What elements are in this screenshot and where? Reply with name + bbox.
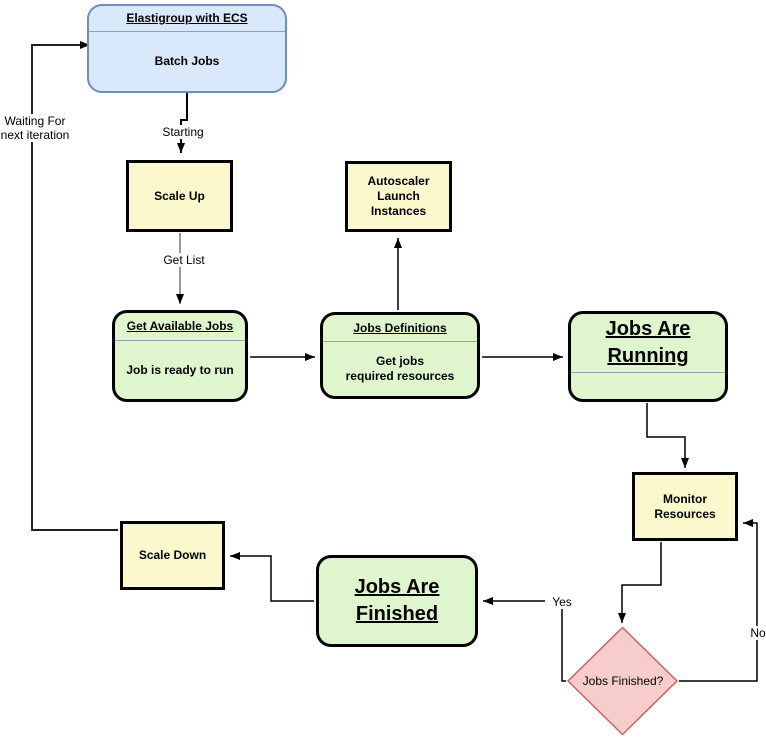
decision-diamond [566, 626, 679, 736]
node-get-available-jobs: Get Available Jobs Job is ready to run [112, 310, 248, 402]
node-jobs-are-running-body [571, 373, 725, 399]
node-get-available-jobs-body: Job is ready to run [126, 362, 234, 377]
node-jobs-are-finished-title: Jobs Are Finished [354, 576, 440, 625]
node-get-available-jobs-title: Get Available Jobs [115, 313, 245, 341]
edge-scaledown-to-elastigroup [31, 41, 118, 531]
node-scale-up-label: Scale Up [154, 188, 205, 203]
edge-decision-yes-to-finished [483, 597, 566, 682]
node-jobs-definitions: Jobs Definitions Get jobs required resou… [320, 312, 480, 399]
node-autoscaler-launch-instances: Autoscaler Launch Instances [345, 161, 452, 232]
edge-finished-to-scaledown [230, 552, 314, 602]
edge-label-waiting-for-next-iteration: Waiting For next iteration [0, 114, 76, 143]
edge-running-to-monitor [646, 403, 689, 468]
node-jobs-are-running: Jobs Are Running [568, 311, 728, 402]
node-jobs-definitions-body: Get jobs required resources [345, 354, 455, 383]
edge-label-yes: Yes [545, 595, 579, 610]
edge-label-get-list: Get List [151, 253, 217, 268]
node-elastigroup-batch-jobs: Elastigroup with ECS Batch Jobs [87, 4, 287, 93]
edge-batchjobs-to-scaleup [177, 93, 188, 153]
edge-label-no: No [741, 626, 766, 641]
edge-monitor-to-decision [618, 542, 662, 623]
node-scale-up: Scale Up [126, 160, 233, 232]
edge-decision-no-to-monitor [679, 519, 758, 682]
node-jobs-are-finished: Jobs Are Finished [316, 555, 478, 647]
node-elastigroup-title: Elastigroup with ECS [89, 6, 285, 32]
node-monitor-resources: Monitor Resources [632, 472, 738, 541]
node-autoscaler-label: Autoscaler Launch Instances [367, 174, 430, 218]
edge-label-starting: Starting [150, 125, 216, 140]
node-jobs-definitions-title: Jobs Definitions [323, 315, 477, 342]
node-scale-down-label: Scale Down [138, 548, 207, 562]
decision-label: Jobs Finished? [582, 674, 664, 688]
node-scale-down: Scale Down [120, 521, 225, 590]
node-monitor-resources-label: Monitor Resources [654, 491, 716, 521]
node-elastigroup-body: Batch Jobs [154, 54, 220, 68]
node-jobs-are-running-title: Jobs Are Running [571, 314, 725, 373]
